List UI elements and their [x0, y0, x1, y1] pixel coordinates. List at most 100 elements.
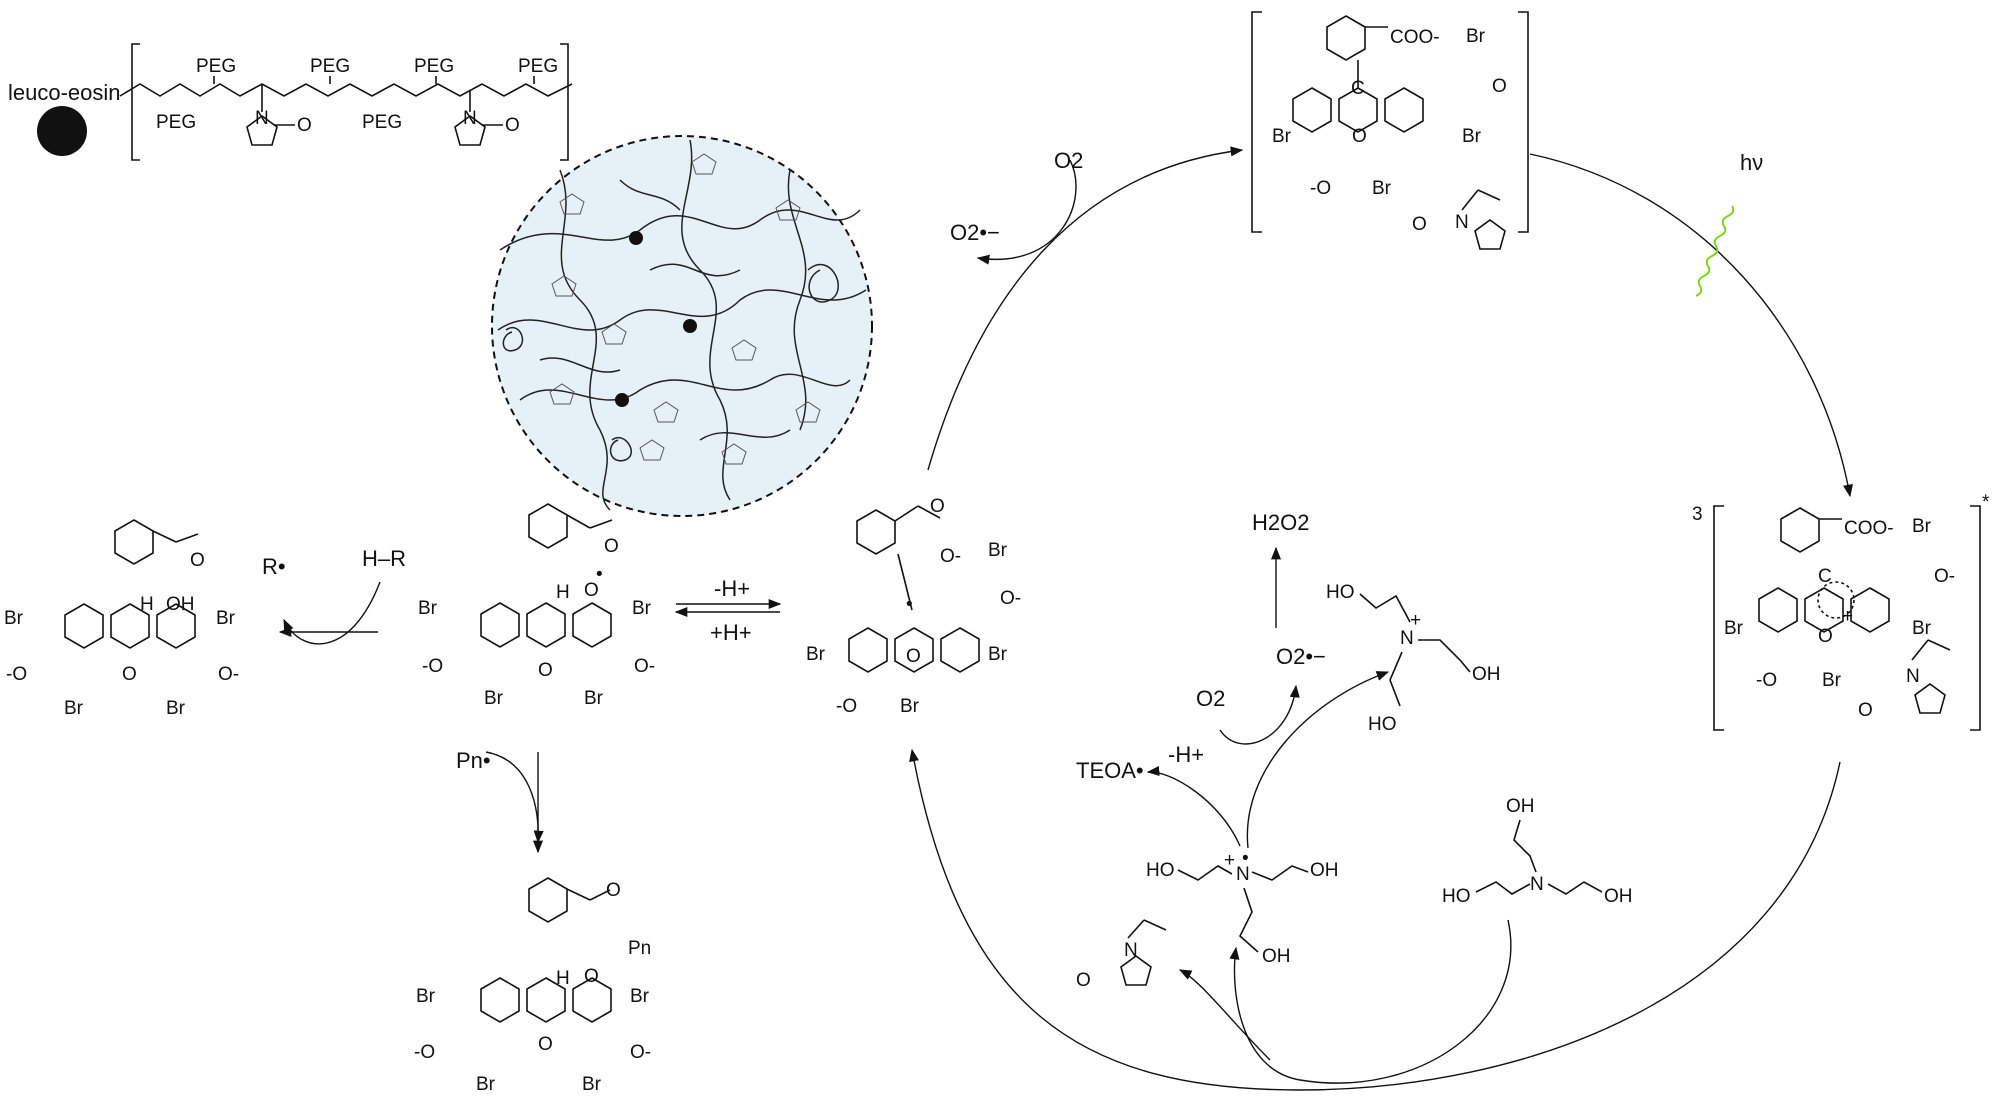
eosin-radical-trianion: O O- • Br O- Br Br O -O Br — [806, 496, 1021, 717]
nvp-released-o: O — [1076, 970, 1091, 991]
ester-o-bridge: O — [538, 1034, 553, 1055]
triplet-br-2: Br — [1912, 618, 1932, 639]
ester-br-3: Br — [476, 1074, 496, 1095]
radical-br-3: Br — [806, 644, 826, 665]
leuco-radical-o-minus-left: -O — [422, 656, 443, 677]
iminium-ho-bottom: HO — [1368, 714, 1397, 735]
ester-br-2: Br — [630, 986, 650, 1007]
peg-label-5: PEG — [156, 112, 196, 133]
leuco-o-minus-right: O- — [218, 664, 239, 685]
teoa-rc-n: N — [1236, 864, 1250, 885]
pn-ester-product: O Pn O H Br Br O -O O- Br Br — [414, 877, 651, 1095]
h2o2-label: H2O2 — [1252, 510, 1309, 535]
radical-br-1: Br — [988, 540, 1008, 561]
teoa-radical-label: TEOA• — [1076, 758, 1144, 783]
leuco-br-3: Br — [64, 698, 84, 719]
leuco-br-2: Br — [216, 608, 236, 629]
peg-label-2: PEG — [310, 56, 350, 77]
radical-o-minus-top: O- — [1000, 588, 1021, 609]
triplet-o-minus-top: O- — [1934, 566, 1955, 587]
teoa-rc-oh-right: OH — [1310, 860, 1339, 881]
pyrrolidone-o-2: O — [505, 115, 520, 136]
leuco-o-top: O — [190, 550, 205, 571]
peg-label-6: PEG — [362, 112, 402, 133]
minus-h-label: -H+ — [1168, 742, 1204, 767]
eosin-ground-o-keto: O — [1492, 76, 1507, 97]
arrow-o2-bottom — [1219, 684, 1300, 745]
teoa-oh-top: OH — [1506, 796, 1535, 817]
arrow-nvp-release — [1178, 969, 1271, 1061]
arrow-teoa-oxidation — [1229, 919, 1512, 1084]
arrow-teoa-deprotonation — [1146, 765, 1241, 847]
leuco-br-4: Br — [166, 698, 186, 719]
nvp-released-n: N — [1124, 940, 1138, 961]
arrow-pn-curl — [485, 751, 544, 844]
ester-br-1: Br — [416, 986, 436, 1007]
eosin-ground-nvp-n: N — [1455, 212, 1469, 233]
triplet-br-3: Br — [1724, 618, 1744, 639]
teoa-rc-dot: • — [1242, 848, 1249, 869]
eosin-ground-c: C — [1351, 78, 1365, 99]
leuco-radical-br-1: Br — [418, 598, 438, 619]
h-r-label: H–R — [362, 546, 406, 571]
leuco-radical-o-bridge: O — [538, 660, 553, 681]
leuco-radical-o-dot: O — [584, 580, 599, 601]
eosin-ground-nvp-o: O — [1412, 214, 1427, 235]
leuco-eosin-reduced: O OH H Br Br O -O O- Br Br — [4, 519, 239, 719]
leuco-radical-br-2: Br — [632, 598, 652, 619]
pn-radical-label: Pn• — [456, 748, 491, 773]
leuco-br-1: Br — [4, 608, 24, 629]
ester-o-minus-right: O- — [630, 1042, 651, 1063]
arrow-r-abstraction — [283, 581, 381, 645]
teoa-neutral: OH N HO OH — [1442, 796, 1633, 907]
ester-carbonyl-o: O — [584, 966, 599, 987]
peg-label-4: PEG — [518, 56, 558, 77]
arrow-triplet-to-radical — [909, 748, 1841, 1091]
leuco-o-minus-left: -O — [6, 664, 27, 685]
radical-o-bridge: O — [906, 646, 921, 667]
iminium-oh-right: OH — [1472, 664, 1501, 685]
leuco-radical-br-3: Br — [484, 688, 504, 709]
r-radical-label: R• — [262, 554, 286, 579]
superoxide-bottom-label: O2•− — [1276, 644, 1326, 669]
radical-dot-center: • — [906, 594, 913, 615]
teoa-radical-cation: HO N + • OH OH — [1146, 848, 1339, 967]
leuco-radical-dot: • — [596, 564, 603, 585]
eosin-ground-br-3: Br — [1272, 126, 1292, 147]
teoa-rc-oh-bottom: OH — [1262, 946, 1291, 967]
teoa-rc-plus: + — [1224, 850, 1235, 871]
ester-pn: Pn — [628, 938, 651, 959]
leuco-eosin-bead — [37, 106, 87, 156]
iminium-plus: + — [1410, 610, 1421, 631]
triplet-br-1: Br — [1912, 516, 1932, 537]
leuco-radical-h: H — [556, 582, 570, 603]
plus-h-eq-label: +H+ — [710, 620, 752, 645]
o2-top-label: O2 — [1054, 148, 1083, 173]
leuco-h: H — [140, 594, 154, 615]
arrow-o2-reduction-top — [976, 159, 1077, 265]
arrow-ground-to-triplet — [1529, 153, 1853, 498]
excited-mark: * — [1982, 492, 1990, 513]
hv-wave-icon — [1695, 205, 1735, 297]
radical-carboxylate-o: O — [930, 496, 945, 517]
triplet-o-bridge: O — [1818, 626, 1833, 647]
iminium-n: N — [1400, 628, 1414, 649]
catalytic-cycle-arrows — [278, 146, 1853, 1091]
triplet-coo: COO- — [1844, 518, 1894, 539]
ester-h: H — [556, 968, 570, 989]
eosin-ground-br-2: Br — [1462, 126, 1482, 147]
radical-br-2: Br — [988, 644, 1008, 665]
teoa-n: N — [1530, 874, 1544, 895]
polymer-bracket-right — [560, 43, 569, 161]
teoa-oh-right: OH — [1604, 886, 1633, 907]
eosin-ground-br-1: Br — [1466, 26, 1486, 47]
triplet-o-minus: -O — [1756, 670, 1777, 691]
ester-o-minus-left: -O — [414, 1042, 435, 1063]
teoa-iminium: HO N + OH HO — [1326, 582, 1501, 735]
triplet-plus: + — [1842, 606, 1853, 627]
o2-bottom-label: O2 — [1196, 686, 1225, 711]
eosin-ground-br-4: Br — [1372, 178, 1392, 199]
leuco-o-bridge: O — [122, 664, 137, 685]
triplet-c: C — [1818, 566, 1832, 587]
